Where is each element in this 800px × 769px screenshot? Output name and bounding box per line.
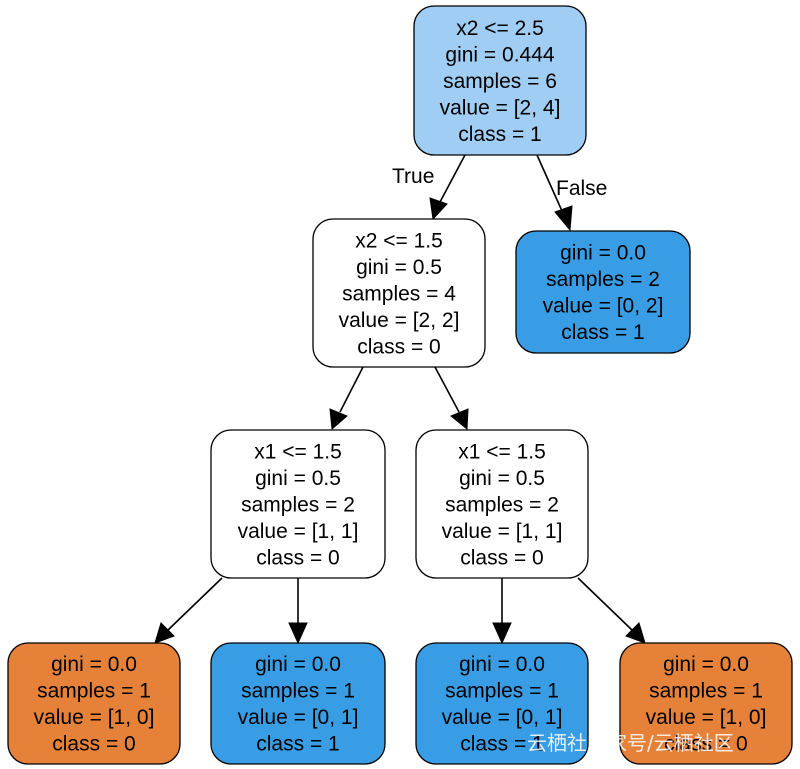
node-line: class = 0: [52, 733, 135, 756]
node-box: [210, 429, 386, 579]
node-box: [515, 230, 691, 354]
edge-n1-n3-arrow: [329, 408, 348, 431]
node-line: gini = 0.0: [255, 653, 341, 676]
tree-node-n1: x2 <= 1.5 gini = 0.5 samples = 4 value = [2…: [312, 218, 486, 368]
node-line: x1 <= 1.5: [458, 440, 546, 463]
node-line: value = [0, 1]: [238, 706, 359, 729]
node-line: value = [1, 0]: [34, 706, 155, 729]
edges: [154, 154, 646, 645]
tree-node-n6: gini = 0.0 samples = 1 value = [0, 1] class…: [210, 642, 386, 765]
node-line: class = 0: [256, 546, 339, 569]
node-line: value = [0, 2]: [543, 295, 664, 318]
node-box: [210, 642, 386, 765]
edge-n4-n8-arrow: [625, 622, 646, 644]
node-line: class = 0: [357, 335, 440, 358]
node-line: class = 0: [664, 733, 747, 756]
node-line: x1 <= 1.5: [254, 440, 342, 463]
edge-root-n2-arrow: [554, 205, 573, 232]
edge-n4-n7-arrow: [492, 622, 512, 645]
edge-label-false: False: [556, 177, 607, 200]
node-line: samples = 4: [342, 282, 456, 305]
node-box: [415, 642, 589, 765]
node-line: gini = 0.5: [459, 467, 545, 490]
tree-node-n5: gini = 0.0 samples = 1 value = [1, 0] class…: [7, 642, 181, 765]
edge-n4-n8: [577, 577, 633, 631]
node-line: value = [1, 1]: [442, 520, 563, 543]
edge-n1-n3: [339, 366, 364, 413]
node-line: gini = 0.0: [51, 653, 137, 676]
node-line: samples = 1: [445, 680, 559, 703]
tree-node-n3: x1 <= 1.5 gini = 0.5 samples = 2 value = [1…: [210, 429, 386, 579]
node-line: gini = 0.5: [356, 256, 442, 279]
edge-n3-n6-arrow: [288, 622, 308, 645]
node-line: x2 <= 1.5: [355, 229, 443, 252]
node-line: class = 0: [460, 546, 543, 569]
node-line: value = [0, 1]: [442, 706, 563, 729]
node-box: [619, 642, 793, 765]
node-line: samples = 2: [546, 268, 660, 291]
node-line: samples = 6: [443, 70, 557, 93]
node-line: x2 <= 2.5: [456, 17, 544, 40]
node-line: value = [2, 4]: [440, 96, 561, 119]
node-box: [413, 5, 587, 156]
node-line: value = [1, 0]: [646, 706, 767, 729]
node-line: class = 1: [458, 123, 541, 146]
edge-n1-n4: [434, 366, 460, 413]
edge-root-n2: [536, 154, 563, 212]
tree-node-root: x2 <= 2.5 gini = 0.444 samples = 6 value = …: [413, 5, 587, 156]
node-line: samples = 1: [241, 680, 355, 703]
node-line: class = 1: [460, 733, 543, 756]
node-line: gini = 0.0: [560, 242, 646, 265]
node-line: samples = 1: [649, 680, 763, 703]
edge-root-n1: [439, 154, 466, 203]
watermark-text: 云栖社区家号/云栖社区: [527, 731, 734, 755]
tree-node-n7: gini = 0.0 samples = 1 value = [0, 1] class…: [415, 642, 589, 765]
edge-n3-n5: [167, 577, 223, 631]
node-line: gini = 0.444: [445, 43, 554, 66]
node-box: [312, 218, 486, 368]
node-box: [415, 429, 589, 579]
node-box: [7, 642, 181, 765]
edge-n3-n5-arrow: [154, 622, 175, 644]
node-line: value = [1, 1]: [238, 520, 359, 543]
node-line: samples = 2: [241, 493, 355, 516]
node-line: value = [2, 2]: [339, 309, 460, 332]
node-line: gini = 0.0: [459, 653, 545, 676]
node-line: samples = 2: [445, 493, 559, 516]
tree-node-n8: gini = 0.0 samples = 1 value = [1, 0] class…: [619, 642, 793, 765]
tree-node-n2: gini = 0.0 samples = 2 value = [0, 2] class…: [515, 230, 691, 354]
nodes: x2 <= 2.5 gini = 0.444 samples = 6 value = …: [7, 5, 793, 765]
edge-label-true: True: [392, 165, 434, 188]
tree-node-n4: x1 <= 1.5 gini = 0.5 samples = 2 value = [1…: [415, 429, 589, 579]
node-line: gini = 0.0: [663, 653, 749, 676]
edge-root-n1-arrow: [429, 197, 448, 221]
node-line: class = 1: [256, 733, 339, 756]
node-line: gini = 0.5: [255, 467, 341, 490]
node-line: class = 1: [561, 321, 644, 344]
edge-n1-n4-arrow: [450, 408, 469, 431]
node-line: samples = 1: [37, 680, 151, 703]
